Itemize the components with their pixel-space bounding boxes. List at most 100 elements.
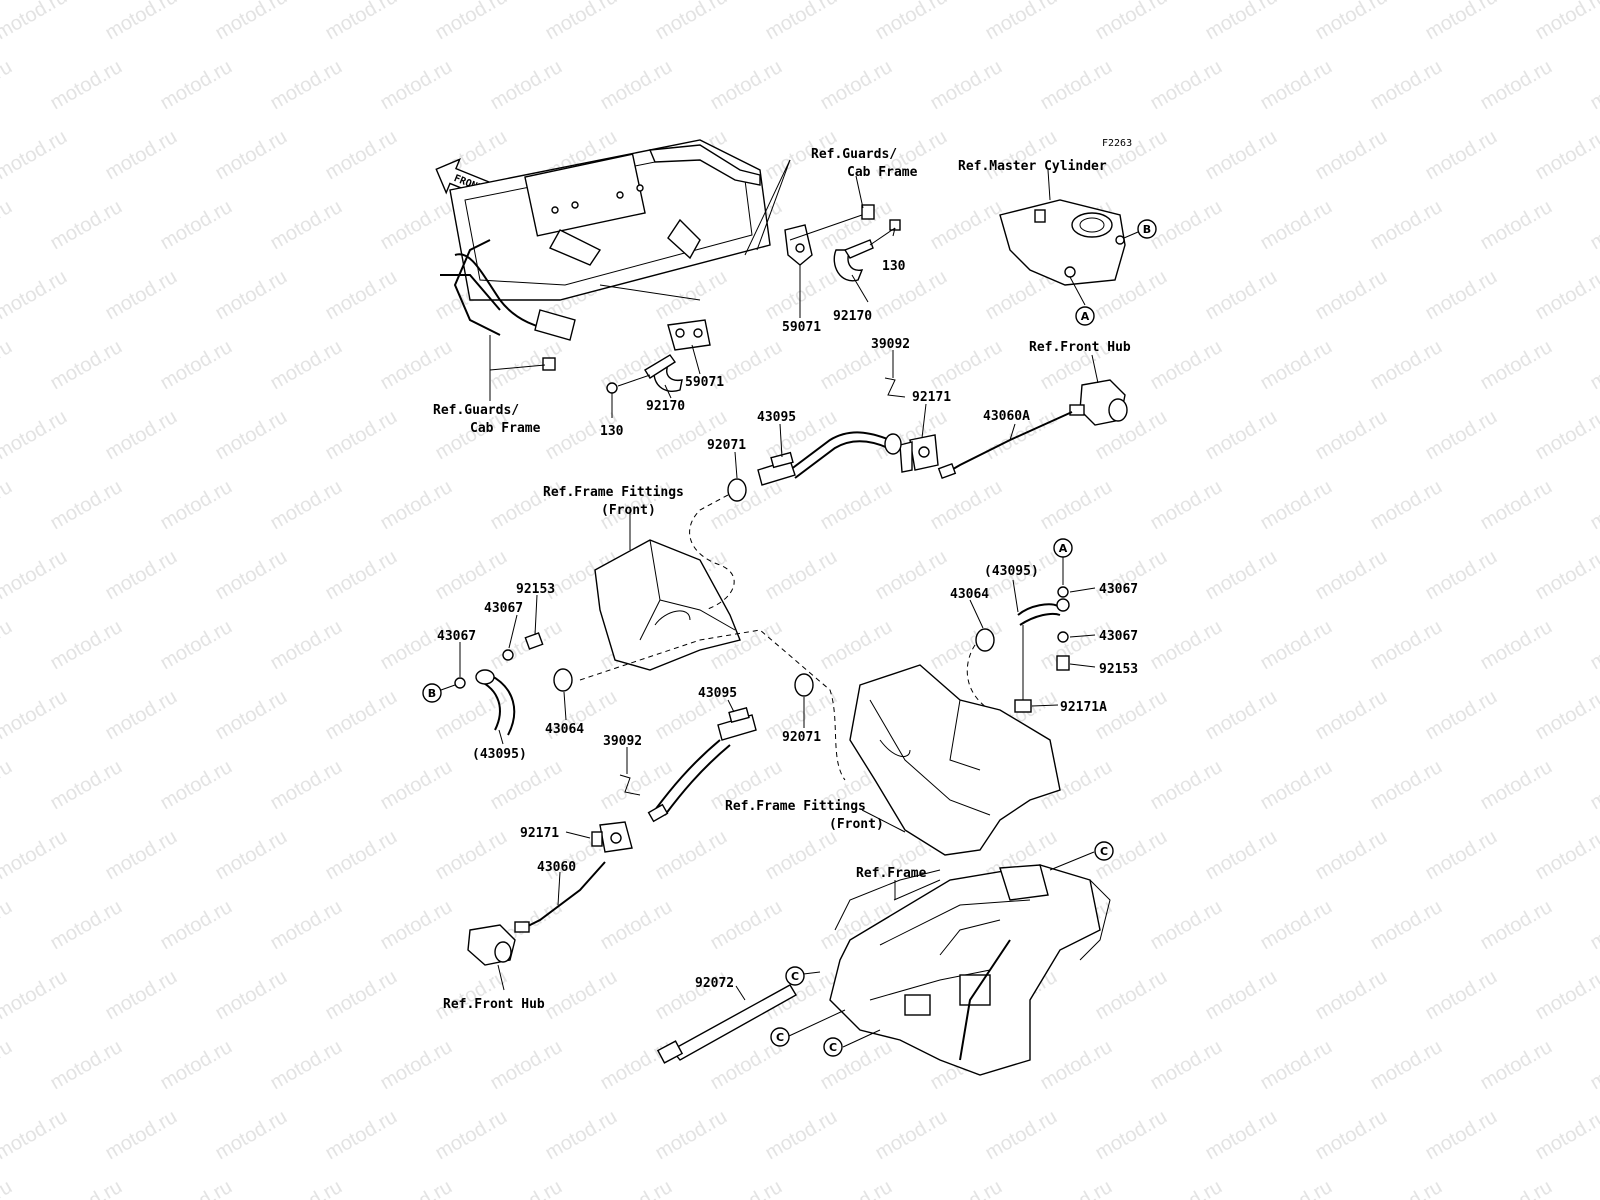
watermark-text: motod.ru	[1312, 406, 1391, 465]
watermark-text: motod.ru	[817, 1176, 896, 1200]
watermark-text: motod.ru	[1312, 266, 1391, 325]
watermark-text: motod.ru	[432, 546, 511, 605]
watermark-text: motod.ru	[872, 1106, 951, 1165]
watermark-text: motod.ru	[872, 266, 951, 325]
watermark-text: motod.ru	[1257, 56, 1336, 115]
watermark-text: motod.ru	[47, 476, 126, 535]
part-92170-top: 92170	[833, 309, 872, 324]
ref-front-hub-left: Ref.Front Hub	[443, 997, 545, 1012]
watermark-text: motod.ru	[47, 196, 126, 255]
watermark-text: motod.ru	[267, 196, 346, 255]
watermark-text: motod.ru	[1477, 616, 1556, 675]
svg-text:C: C	[791, 970, 799, 983]
watermark-text: motod.ru	[102, 406, 181, 465]
watermark-text: motod.ru	[487, 756, 566, 815]
watermark-text: motod.ru	[157, 196, 236, 255]
watermark-text: motod.ru	[267, 56, 346, 115]
clamp-bracket-top	[784, 204, 901, 282]
watermark-text: motod.ru	[982, 1106, 1061, 1165]
part-43067-left-a: 43067	[484, 601, 523, 616]
watermark-text: motod.ru	[1367, 336, 1446, 395]
watermark-text: motod.ru	[212, 966, 291, 1025]
watermark-text: motod.ru	[1147, 476, 1226, 535]
watermark-text: motod.ru	[542, 966, 621, 1025]
watermark-text: motod.ru	[652, 266, 731, 325]
watermark-text: motod.ru	[1587, 1036, 1600, 1095]
watermark-text: motod.ru	[1202, 406, 1281, 465]
watermark-text: motod.ru	[597, 1036, 676, 1095]
watermark-text: motod.ru	[1422, 1106, 1501, 1165]
watermark-text: motod.ru	[1532, 546, 1600, 605]
part-43067-right-a: 43067	[1099, 582, 1138, 597]
watermark-text: motod.ru	[102, 826, 181, 885]
marker-B-left: B	[422, 683, 456, 703]
watermark-text: motod.ru	[377, 56, 456, 115]
watermark-text: motod.ru	[927, 1176, 1006, 1200]
watermark-text: motod.ru	[1477, 1036, 1556, 1095]
watermark-text: motod.ru	[652, 1106, 731, 1165]
part-130-left: 130	[600, 424, 624, 439]
watermark-text: motod.ru	[1037, 476, 1116, 535]
svg-text:A: A	[1059, 542, 1068, 555]
svg-text:A: A	[1081, 310, 1090, 323]
clamp-92171-top	[899, 434, 939, 473]
watermark-text: motod.ru	[487, 1036, 566, 1095]
watermark-text: motod.ru	[0, 476, 16, 535]
front-hub-left-drawing	[467, 921, 530, 966]
watermark-text: motod.ru	[1367, 756, 1446, 815]
watermark-text: motod.ru	[1367, 1176, 1446, 1200]
watermark-text: motod.ru	[1532, 406, 1600, 465]
part-92072: 92072	[695, 976, 734, 991]
watermark-text: motod.ru	[267, 1176, 346, 1200]
watermark-text: motod.ru	[157, 896, 236, 955]
watermark-text: motod.ru	[1477, 336, 1556, 395]
watermark-text: motod.ru	[1257, 476, 1336, 535]
watermark-text: motod.ru	[1532, 686, 1600, 745]
watermark-text: motod.ru	[1147, 336, 1226, 395]
guards-cab-frame-drawing	[440, 139, 791, 341]
watermark-text: motod.ru	[157, 1176, 236, 1200]
cable-tie-92072	[656, 984, 797, 1064]
watermark-text: motod.ru	[872, 546, 951, 605]
watermark-text: motod.ru	[432, 826, 511, 885]
watermark-text: motod.ru	[0, 896, 16, 955]
part-43064-right: 43064	[950, 587, 989, 602]
watermark-text: motod.ru	[1147, 616, 1226, 675]
watermark-text: motod.ru	[0, 756, 16, 815]
watermark-text: motod.ru	[1367, 56, 1446, 115]
frame-fittings-top-drawing	[594, 539, 741, 671]
watermark-text: motod.ru	[0, 826, 71, 885]
watermark-text: motod.ru	[377, 756, 456, 815]
watermark-text: motod.ru	[542, 1106, 621, 1165]
watermark-text: motod.ru	[817, 476, 896, 535]
watermark-text: motod.ru	[0, 686, 71, 745]
part-92170-left: 92170	[646, 399, 685, 414]
frame-drawing	[829, 864, 1111, 1076]
watermark-text: motod.ru	[1202, 266, 1281, 325]
watermark-text: motod.ru	[817, 616, 896, 675]
watermark-text: motod.ru	[1312, 686, 1391, 745]
watermark-text: motod.ru	[1587, 1176, 1600, 1200]
watermark-text: motod.ru	[212, 126, 291, 185]
watermark-text: motod.ru	[1202, 826, 1281, 885]
part-43067-left-b: 43067	[437, 629, 476, 644]
watermark-text: motod.ru	[157, 476, 236, 535]
watermark-text: motod.ru	[1092, 126, 1171, 185]
watermark-text: motod.ru	[1422, 406, 1501, 465]
watermark-text: motod.ru	[0, 196, 16, 255]
watermark-text: motod.ru	[1477, 756, 1556, 815]
watermark-text: motod.ru	[1477, 476, 1556, 535]
marker-A-top: A	[1075, 306, 1095, 326]
part-59071-top: 59071	[782, 320, 821, 335]
watermark-text: motod.ru	[1532, 266, 1600, 325]
watermark-text: motod.ru	[652, 406, 731, 465]
watermark-text: motod.ru	[267, 616, 346, 675]
watermark-text: motod.ru	[1587, 476, 1600, 535]
watermark-text: motod.ru	[267, 1036, 346, 1095]
watermark-text: motod.ru	[1587, 896, 1600, 955]
ref-guards-cab-frame-left-line2: Cab Frame	[470, 421, 541, 436]
watermark-text: motod.ru	[1587, 336, 1600, 395]
clamp-92171-mid	[591, 821, 633, 853]
